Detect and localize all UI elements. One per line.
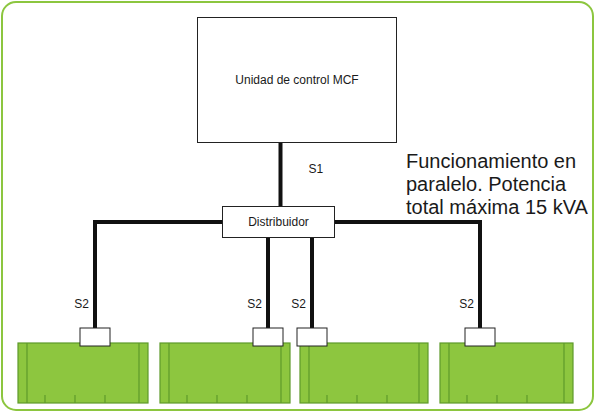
wire: [266, 236, 270, 330]
node-label: Distribuidor: [248, 215, 309, 229]
signal-name: S2: [74, 298, 89, 312]
plug: [80, 328, 110, 346]
distributor-box: Distribuidor: [222, 206, 335, 238]
module: [18, 343, 148, 403]
plug: [297, 328, 327, 346]
signal-name: S2: [291, 298, 306, 312]
module: [440, 343, 573, 403]
signal-name: S1: [307, 162, 326, 176]
plugs: [80, 328, 495, 346]
wire: [95, 222, 224, 330]
control-unit-box: Unidad de control MCF: [197, 17, 397, 143]
signal-name: S2: [247, 298, 262, 312]
modules: [18, 343, 573, 403]
note-text: Funcionamiento en paralelo. Potencia tot…: [406, 150, 588, 219]
bus-wires: [95, 222, 480, 330]
module: [160, 343, 290, 403]
wire: [310, 236, 314, 330]
plug: [253, 328, 283, 346]
plug: [465, 328, 495, 346]
node-label: Unidad de control MCF: [235, 73, 358, 87]
cable-connector: [279, 143, 283, 206]
wire: [333, 222, 480, 330]
module: [300, 343, 428, 403]
signal-name: S2: [459, 298, 474, 312]
